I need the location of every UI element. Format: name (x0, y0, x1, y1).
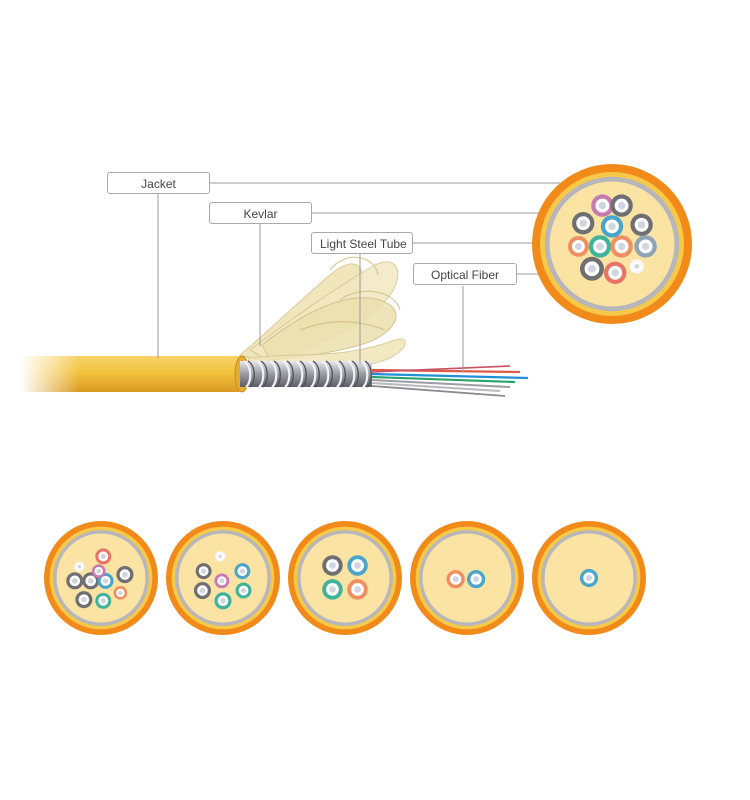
fiber-core (122, 571, 128, 578)
steel-coil-shadow (351, 360, 359, 388)
fiber-core (77, 564, 82, 569)
steel-coil (256, 360, 265, 388)
cross-section-12 (44, 521, 158, 635)
cross-section-2 (410, 521, 524, 635)
light-steel-tube-label: Light Steel Tube (311, 232, 413, 254)
fiber-core (240, 587, 247, 594)
optical-fiber-label: Optical Fiber (413, 263, 517, 285)
fiber-core (71, 578, 78, 584)
steel-coil (243, 360, 252, 388)
fiber-core (641, 242, 650, 251)
steel-coil (321, 360, 330, 388)
kevlar-label: Kevlar (209, 202, 312, 224)
steel-coil-shadow (338, 360, 346, 388)
fiber-core (637, 221, 646, 229)
cross-section-1 (532, 521, 646, 635)
steel-coil (308, 360, 317, 388)
fiber-core (598, 201, 607, 210)
fiber-core (452, 576, 459, 583)
fiber-core (473, 576, 480, 583)
steel-coil (282, 360, 291, 388)
fiber-core (220, 597, 226, 604)
steel-coil (269, 360, 278, 388)
fiber-bundle (371, 365, 529, 397)
fiber-core (596, 242, 604, 251)
steel-coil (360, 360, 369, 388)
fiber-core (354, 562, 361, 569)
cross-section-large (532, 164, 692, 324)
fiber-core (617, 242, 626, 251)
leader-lines (157, 182, 560, 372)
steel-coil-shadow (312, 360, 320, 388)
fiber-core (96, 568, 101, 574)
kevlar-fill (422, 533, 512, 623)
kevlar-fill (300, 533, 390, 623)
fiber-core (219, 578, 225, 584)
fiber-core (218, 554, 222, 559)
steel-tube (240, 360, 372, 388)
cross-section-8 (166, 521, 280, 635)
fiber-core (329, 586, 336, 593)
fiber-core (329, 562, 336, 569)
fiber-core (579, 219, 587, 227)
fiber-core (574, 242, 582, 250)
steel-coil-shadow (364, 360, 372, 388)
fiber-core (100, 598, 106, 604)
fiber-core (118, 590, 123, 596)
kevlar-strands (238, 256, 406, 372)
steel-coil-shadow (325, 360, 333, 388)
fiber-core (588, 264, 596, 273)
fiber-core (634, 264, 640, 269)
steel-coil (334, 360, 343, 388)
fiber-core (354, 586, 361, 593)
steel-coil (347, 360, 356, 388)
jacket-label: Jacket (107, 172, 210, 194)
steel-coil-shadow (273, 360, 281, 388)
steel-coil-shadow (299, 360, 307, 388)
steel-coil-shadow (286, 360, 294, 388)
fiber-core (100, 553, 106, 559)
fiber-core (102, 578, 109, 584)
steel-coil-shadow (260, 360, 268, 388)
fiber-core (617, 201, 626, 210)
fiber-core (199, 587, 206, 594)
fiber-core (200, 568, 207, 574)
fiber-core (239, 568, 246, 574)
steel-coil (295, 360, 304, 388)
fiber-core (87, 578, 94, 584)
steel-coil-shadow (247, 360, 255, 388)
fiber-core (611, 269, 619, 277)
cross-section-4 (288, 521, 402, 635)
fiber-core (585, 574, 593, 582)
fiber-core (608, 222, 616, 231)
cable-jacket (20, 350, 250, 398)
fiber-core (81, 596, 87, 603)
